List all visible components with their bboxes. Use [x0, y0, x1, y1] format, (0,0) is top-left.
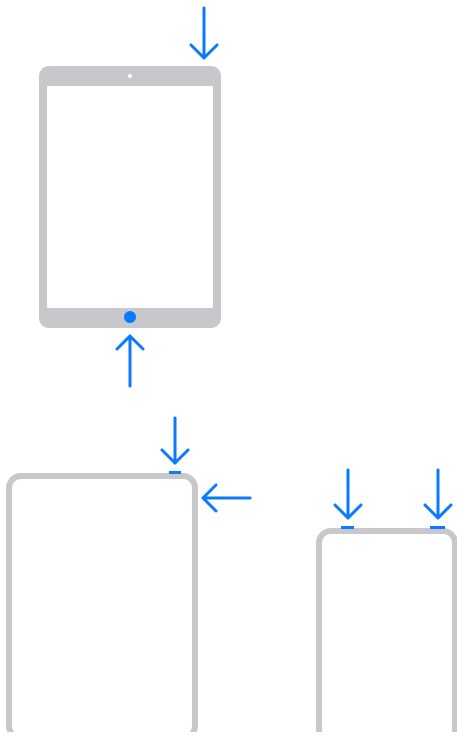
arrow-left-icon	[201, 483, 252, 513]
arrow-down-icon	[423, 468, 453, 520]
front-camera	[128, 74, 132, 78]
device-ipad-top-volume	[316, 526, 457, 737]
device-screen	[47, 86, 213, 308]
device-frame	[316, 528, 457, 737]
volume-button	[196, 489, 198, 507]
arrow-up-icon	[115, 334, 145, 388]
arrow-down-icon	[189, 6, 219, 60]
device-ipad-home-button	[39, 66, 221, 328]
volume-button	[341, 526, 354, 529]
home-button	[124, 311, 136, 323]
top-button	[430, 526, 445, 529]
device-frame	[6, 473, 198, 737]
arrow-down-icon	[160, 416, 190, 465]
top-button	[169, 471, 181, 474]
arrow-down-icon	[333, 468, 363, 520]
device-ipad-side-volume	[6, 471, 198, 737]
